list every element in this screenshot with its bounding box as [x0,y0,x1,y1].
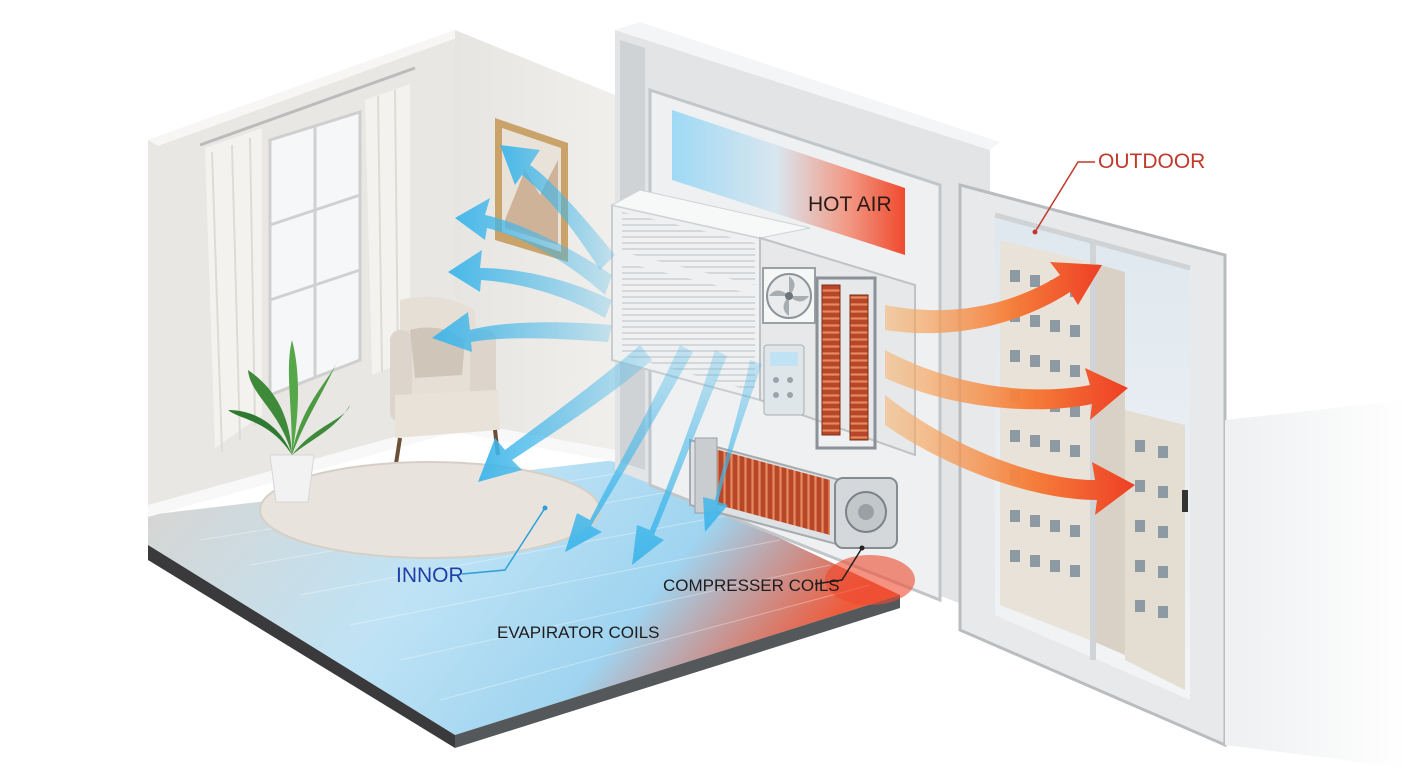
outdoor-label: OUTDOOR [1098,150,1205,173]
cool-arrow-2 [455,198,612,295]
cool-arrow-4 [432,312,612,352]
hot-air-arrows [885,262,1135,515]
curtains [205,84,410,453]
outdoor-leader [1034,161,1095,233]
condenser-coil-vertical [815,276,877,450]
room-window [199,66,416,398]
compressor-icon [834,477,898,549]
floor-edge-right [455,595,900,748]
cool-arrow-7 [632,350,727,565]
cool-arrow-8 [703,360,762,532]
outdoor-window [958,183,1408,768]
compresser-leader [814,547,863,585]
hot-air-panel [672,110,905,255]
hot-arrow-3 [885,395,1135,515]
apartment-building [1000,240,1185,690]
evaporator-coils-label: EVAPIRATOR COILS [497,623,660,642]
leader-lines [461,161,1095,585]
left-wall-top [148,30,465,146]
hot-arrow-2 [885,350,1128,420]
control-panel [763,344,805,416]
innor-leader [461,507,546,575]
cool-arrow-1 [500,145,615,270]
ac-top-vent [622,212,755,285]
fan-icon [762,267,816,324]
floor-edge [148,545,455,748]
cool-arrow-3 [448,250,612,318]
room [148,30,900,748]
innor-label: INNOR [396,564,464,587]
cool-air-arrows-down [565,345,762,565]
potted-plant [228,340,350,503]
cool-arrow-5 [478,345,652,482]
hot-floor-glow [825,555,915,605]
hot-air-label: HOT AIR [808,193,892,216]
compresser-coils-label: COMPRESSER COILS [663,576,840,595]
window-handle [1182,490,1188,512]
hot-arrow-1 [885,262,1102,334]
cool-air-arrows [432,145,652,482]
cool-arrow-6 [565,345,693,552]
